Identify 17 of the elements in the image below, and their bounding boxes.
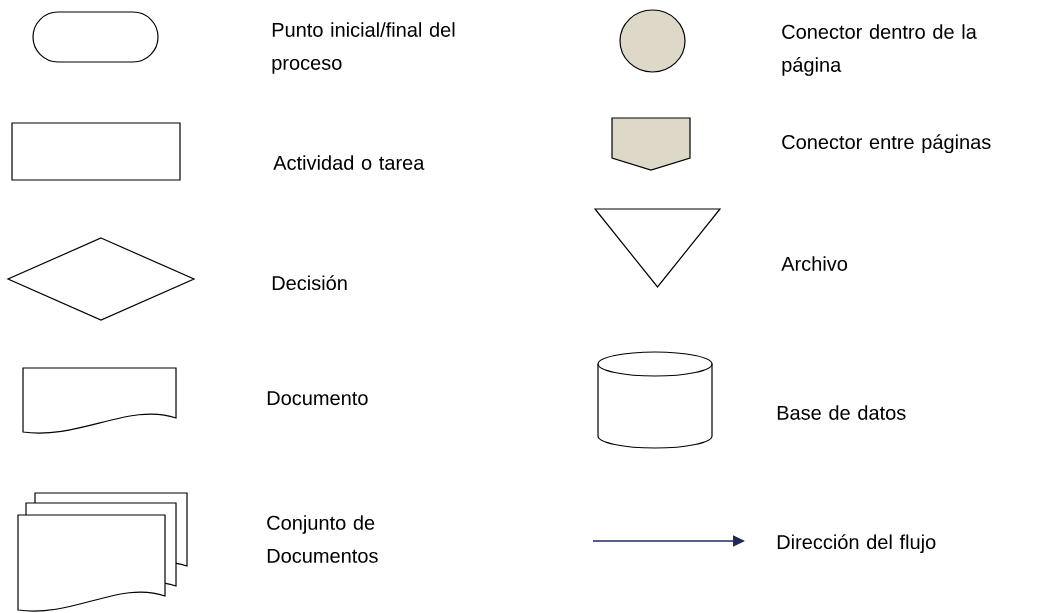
- symbol-caption: Decisión: [272, 275, 347, 291]
- symbol-caption: Documento: [267, 391, 368, 406]
- database-cylinder: [597, 351, 713, 449]
- symbol-caption: Dirección del flujo: [777, 534, 936, 554]
- symbol-caption: Actividad o tarea: [273, 155, 425, 170]
- symbol-caption: Base de datos: [777, 405, 906, 420]
- symbol-caption: Conector entre páginas: [782, 134, 991, 154]
- process-box: [11, 122, 181, 181]
- symbol-caption: Archivo: [781, 256, 848, 271]
- symbol-caption: Conector dentro de la página: [782, 24, 977, 76]
- symbol-caption: Punto inicial/final del proceso: [272, 22, 455, 74]
- offpage-connector-shape: [611, 117, 691, 171]
- terminal-shape: [32, 11, 159, 63]
- connector-circle: [619, 9, 686, 73]
- symbol-caption: Conjunto de Documentos: [267, 515, 378, 563]
- document-shape: [22, 367, 177, 434]
- documents-shape: [17, 492, 188, 612]
